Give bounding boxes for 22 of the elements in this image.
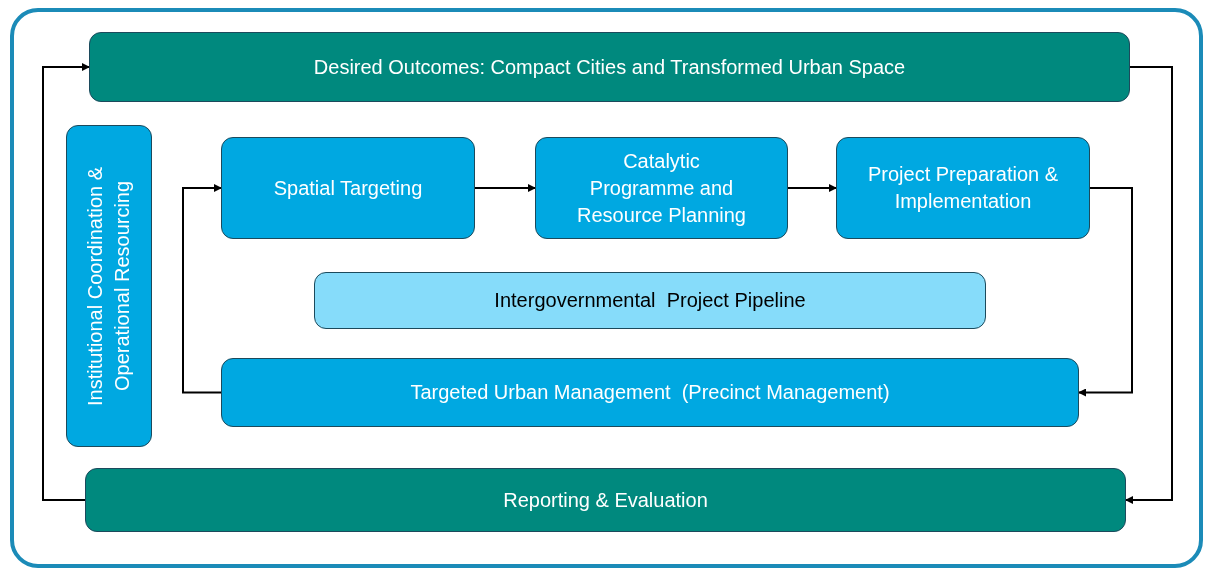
arrow	[42, 63, 90, 501]
process-box	[85, 468, 1126, 532]
process-box	[314, 272, 986, 329]
process-box	[836, 137, 1090, 239]
box-label: Desired Outcomes: Compact Cities and Transformed Urban Space	[312, 54, 907, 80]
arrow	[1125, 66, 1173, 504]
process-box	[535, 137, 788, 239]
box-label: Reporting & Evaluation	[502, 487, 709, 513]
arrow	[474, 184, 536, 192]
process-box	[221, 137, 475, 239]
side-bar	[66, 125, 152, 447]
process-box	[221, 358, 1079, 427]
process-box	[89, 32, 1130, 102]
box-label: Catalytic Programme and Resource Planning	[576, 148, 747, 228]
arrow	[1078, 187, 1133, 397]
box-label: Project Preparation & Implementation	[866, 162, 1060, 214]
box-label: Institutional Coordination & Operational Resourcing	[83, 165, 134, 408]
box-label: Spatial Targeting	[272, 175, 424, 201]
box-label: Targeted Urban Management (Precinct Management)	[409, 380, 891, 405]
arrow	[787, 184, 837, 192]
arrow	[182, 184, 222, 394]
box-label: Intergovernmental Project Pipeline	[493, 288, 807, 313]
